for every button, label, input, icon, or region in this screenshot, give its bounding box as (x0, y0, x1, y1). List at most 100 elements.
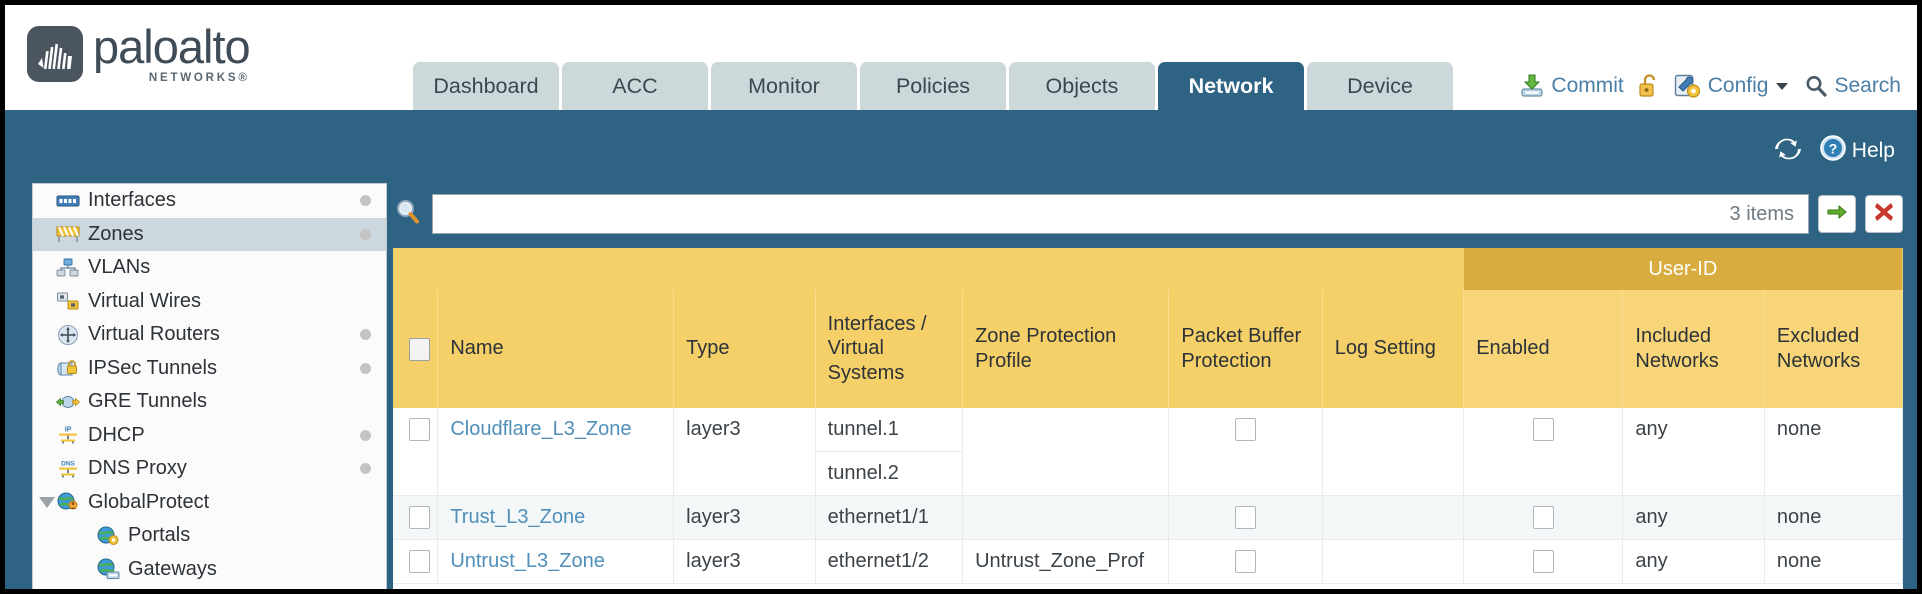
row-select-cell (393, 495, 439, 541)
user-id-enabled-checkbox[interactable] (1532, 418, 1554, 442)
header-type[interactable]: Type (673, 290, 816, 408)
cell-packet-buffer-protection (1168, 495, 1323, 541)
table-row[interactable]: Cloudflare_L3_Zone layer3 tunnel.1 tunne… (393, 408, 1903, 496)
tab-policies[interactable]: Policies (860, 62, 1006, 110)
sidebar-item-gre-tunnels[interactable]: GRE Tunnels (33, 385, 386, 419)
packet-buffer-checkbox[interactable] (1235, 550, 1257, 574)
config-label: Config (1707, 74, 1769, 97)
sidebar-item-vlans[interactable]: VLANs (33, 251, 386, 285)
tab-network[interactable]: Network (1158, 62, 1304, 110)
row-checkbox[interactable] (409, 418, 430, 442)
table-row[interactable]: Untrust_L3_Zone layer3 ethernet1/2 Untru… (393, 539, 1903, 585)
zone-name-link[interactable]: Untrust_L3_Zone (450, 550, 605, 573)
header-excluded-networks[interactable]: Excluded Networks (1764, 290, 1903, 408)
row-select-cell (393, 539, 439, 585)
column-header-row: Name Type Interfaces / Virtual Systems Z… (393, 290, 1903, 408)
header-user-id-enabled[interactable]: Enabled (1463, 290, 1624, 408)
commit-button[interactable]: Commit (1519, 73, 1624, 99)
unlock-icon (1638, 73, 1660, 99)
svg-text:DNS: DNS (61, 460, 75, 467)
header-log-setting[interactable]: Log Setting (1322, 290, 1465, 408)
table-row[interactable]: Trust_L3_Zone layer3 ethernet1/1 any (393, 495, 1903, 541)
tab-monitor[interactable]: Monitor (711, 62, 857, 110)
cell-log-setting (1322, 408, 1465, 496)
sidebar-label: Gateways (128, 557, 217, 580)
zone-name-link[interactable]: Cloudflare_L3_Zone (450, 418, 632, 440)
apply-filter-button[interactable] (1818, 195, 1856, 233)
row-checkbox[interactable] (409, 506, 430, 530)
interface-entry: tunnel.2 (827, 462, 899, 484)
header-interfaces-virtual-systems[interactable]: Interfaces / Virtual Systems (815, 290, 964, 408)
row-checkbox[interactable] (409, 550, 430, 574)
sidebar-item-gateways[interactable]: Gateways (33, 553, 386, 587)
paloalto-logo-icon (27, 26, 83, 83)
dns-proxy-icon: DNS (55, 458, 81, 480)
select-all-checkbox[interactable] (409, 337, 430, 361)
tab-device[interactable]: Device (1307, 62, 1453, 110)
top-right-actions: Commit (1519, 73, 1901, 99)
sidebar-item-portals[interactable]: Portals (33, 519, 386, 553)
user-id-enabled-checkbox[interactable] (1532, 506, 1554, 530)
zones-table: User-ID Name Type Interfaces / Virtual S… (393, 248, 1903, 585)
sidebar-label: Virtual Wires (88, 289, 201, 312)
user-id-enabled-checkbox[interactable] (1532, 550, 1554, 574)
main-navigation-tabs: Dashboard ACC Monitor Policies Objects N… (413, 62, 1453, 110)
globalprotect-icon (55, 491, 81, 513)
zone-name-link[interactable]: Trust_L3_Zone (450, 506, 586, 528)
sidebar-label: IPSec Tunnels (88, 356, 217, 379)
refresh-icon[interactable] (1773, 136, 1803, 167)
cell-zone-protection-profile: Untrust_Zone_Prof (962, 539, 1170, 585)
cell-included-networks: any (1622, 408, 1765, 496)
lock-button[interactable] (1638, 73, 1660, 99)
sidebar-label: Interfaces (88, 189, 176, 212)
gre-tunnels-icon (55, 391, 81, 413)
cell-name: Trust_L3_Zone (437, 495, 675, 541)
cell-user-id-enabled (1463, 495, 1624, 541)
sidebar-item-virtual-routers[interactable]: Virtual Routers (33, 318, 386, 352)
sidebar-item-dns-proxy[interactable]: DNS DNS Proxy (33, 452, 386, 486)
header-included-networks[interactable]: Included Networks (1622, 290, 1765, 408)
sidebar-item-interfaces[interactable]: Interfaces (33, 184, 386, 218)
tab-dashboard[interactable]: Dashboard (413, 62, 559, 110)
header-packet-buffer-protection[interactable]: Packet Buffer Protection (1168, 290, 1323, 408)
sidebar-label: VLANs (88, 256, 151, 279)
clear-filter-button[interactable] (1865, 195, 1903, 233)
collapse-triangle-icon[interactable] (39, 496, 55, 508)
green-arrow-icon (1825, 202, 1849, 227)
search-icon[interactable] (393, 197, 423, 232)
brand-logo: paloalto NETWORKS® (27, 23, 251, 84)
header-name[interactable]: Name (437, 290, 675, 408)
cell-type: layer3 (673, 408, 816, 496)
help-label: Help (1851, 139, 1895, 162)
cell-included-networks: any (1622, 495, 1765, 541)
help-button[interactable]: ? Help (1819, 134, 1895, 168)
chevron-down-icon (1774, 80, 1790, 92)
cell-type: layer3 (673, 539, 816, 585)
config-menu[interactable]: Config (1674, 73, 1791, 99)
header-zone-protection-profile[interactable]: Zone Protection Profile (962, 290, 1170, 408)
sidebar-label: GlobalProtect (88, 490, 210, 513)
virtual-wires-icon (55, 290, 81, 312)
sidebar-item-zones[interactable]: Zones (33, 217, 386, 251)
sidebar-item-globalprotect[interactable]: GlobalProtect (33, 486, 386, 520)
sidebar-status-dot (360, 228, 371, 240)
search-button[interactable]: Search (1804, 74, 1901, 98)
search-input[interactable]: 3 items (432, 194, 1809, 234)
interface-entry: tunnel.1 (815, 408, 963, 452)
sidebar-item-virtual-wires[interactable]: Virtual Wires (33, 285, 386, 319)
select-all-header (393, 290, 439, 408)
vlans-icon (55, 257, 81, 279)
tab-objects[interactable]: Objects (1009, 62, 1155, 110)
cell-user-id-enabled (1463, 539, 1624, 585)
tab-acc[interactable]: ACC (562, 62, 708, 110)
sidebar-status-dot (360, 463, 371, 475)
sidebar-item-ipsec-tunnels[interactable]: IPSec Tunnels (33, 352, 386, 386)
sub-header-band: ? Help (5, 110, 1917, 185)
gateways-icon (95, 558, 121, 580)
packet-buffer-checkbox[interactable] (1235, 418, 1257, 442)
zones-table-container: User-ID Name Type Interfaces / Virtual S… (393, 248, 1903, 589)
sidebar-item-dhcp[interactable]: IP DHCP (33, 419, 386, 453)
packet-buffer-checkbox[interactable] (1235, 506, 1257, 530)
cell-log-setting (1322, 539, 1465, 585)
cell-interfaces: ethernet1/2 (815, 539, 964, 585)
